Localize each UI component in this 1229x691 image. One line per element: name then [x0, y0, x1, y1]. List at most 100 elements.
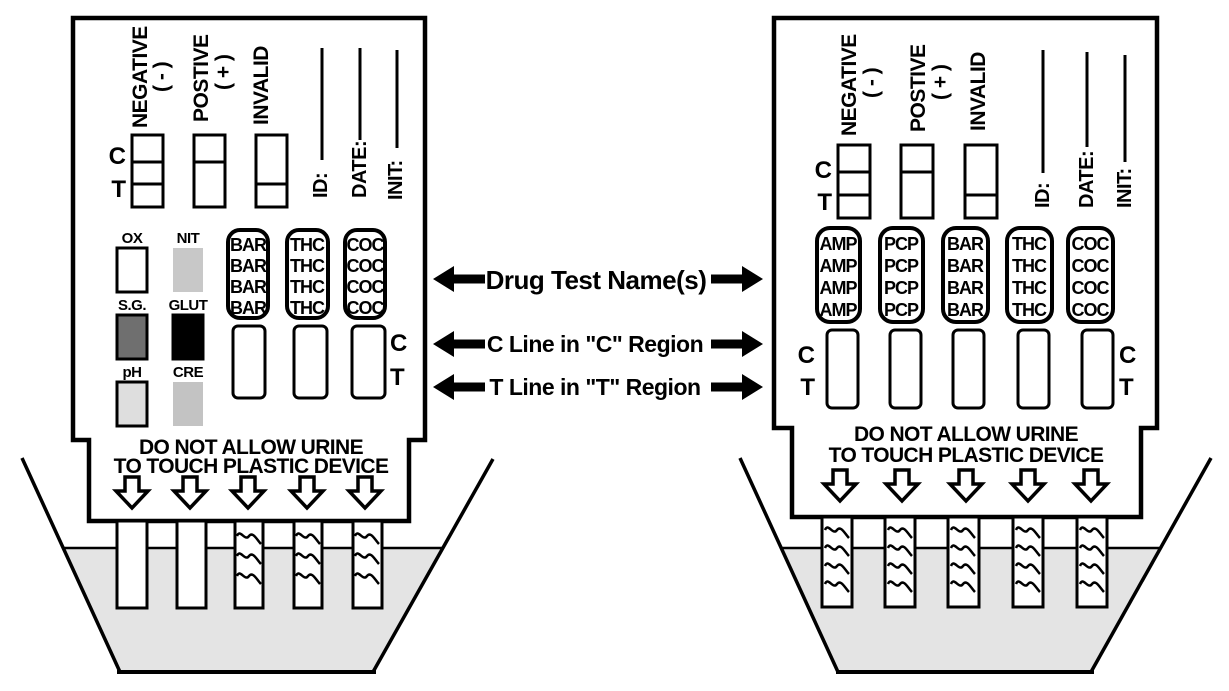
drug-name: PCP	[884, 234, 919, 254]
drug-name: BAR	[230, 277, 267, 297]
left-invalid-window	[254, 133, 289, 209]
pad-glut	[171, 313, 205, 361]
left-cup-wall-left	[20, 457, 122, 673]
pad-nit-label: NIT	[177, 230, 200, 247]
drug-name: COC	[347, 277, 385, 297]
pad-glut-label: GLUT	[169, 297, 208, 314]
pad-ph	[115, 380, 149, 428]
left-result-window-1	[231, 324, 267, 400]
drug-name: THC	[290, 277, 325, 297]
right-cup	[738, 457, 1213, 674]
pad-sg-label: S.G.	[118, 297, 146, 314]
right-id-label: ID:	[1032, 183, 1054, 208]
drug-name: THC	[290, 235, 325, 255]
drug-name: COC	[1072, 256, 1110, 276]
left-invalid-label: INVALID	[250, 46, 273, 125]
left-warning-line1: DO NOT ALLOW URINE	[139, 436, 364, 459]
right-result-window-2	[888, 328, 923, 410]
right-drug-col-1	[815, 226, 862, 324]
left-arrow-icon	[433, 331, 485, 357]
right-drug-col-4	[1005, 226, 1054, 324]
right-device-card: NEGATIVE ( - ) POSTIVE ( + ) INVALID C T…	[771, 15, 1160, 520]
left-key-t-marker: T	[111, 176, 126, 203]
annotation-drug-test-names: Drug Test Name(s)	[486, 265, 707, 295]
right-drug-col-2	[878, 226, 925, 324]
right-liquid	[781, 548, 1161, 671]
drug-name: THC	[1012, 234, 1047, 254]
right-key-c-marker: C	[815, 157, 832, 184]
drug-name: AMP	[820, 278, 858, 298]
right-test-strips	[820, 515, 1109, 609]
left-arrow-icon	[433, 374, 485, 400]
left-arrow-icon	[433, 266, 485, 292]
right-negative-window	[836, 143, 872, 220]
right-drug-name-columns: AMP AMP AMP AMP PCP PCP PCP PCP BAR BAR …	[815, 226, 1115, 324]
right-result-c-marker-left: C	[798, 342, 815, 369]
pad-ph-label: pH	[123, 364, 142, 381]
right-drug-col-5	[1066, 226, 1115, 324]
drug-name: THC	[1012, 300, 1047, 320]
left-result-t-marker: T	[390, 364, 405, 391]
left-drug-col-3	[343, 228, 387, 320]
right-date-label: DATE:	[1076, 151, 1098, 208]
annotation-t-line: T Line in "T" Region	[489, 374, 700, 400]
right-positive-sign: ( + )	[929, 65, 952, 100]
left-drug-name-columns: BAR BAR BAR BAR THC THC THC THC COC COC …	[226, 228, 387, 320]
drug-name: THC	[1012, 278, 1047, 298]
left-result-window-3	[350, 324, 387, 400]
right-invalid-label: INVALID	[967, 52, 990, 131]
left-result-window-2	[292, 324, 329, 400]
right-result-window-3	[951, 328, 986, 410]
drug-name: COC	[347, 235, 385, 255]
left-result-c-marker: C	[390, 330, 407, 357]
drug-name: BAR	[230, 235, 267, 255]
left-strip-2	[175, 519, 208, 610]
drug-name: COC	[347, 298, 385, 318]
left-positive-window	[192, 133, 227, 209]
right-cup-wall-right	[1089, 457, 1213, 673]
left-adulteration-pads: OX NIT S.G. GLUT pH CRE	[115, 230, 208, 428]
drug-name: THC	[290, 256, 325, 276]
right-result-c-marker-right: C	[1119, 342, 1136, 369]
left-strip-1	[115, 519, 149, 610]
right-cup-wall-left	[738, 457, 840, 673]
left-negative-window	[130, 133, 165, 209]
drug-name: COC	[1072, 278, 1110, 298]
right-result-t-marker-right: T	[1119, 374, 1134, 401]
left-cup	[20, 457, 495, 674]
drug-name: AMP	[820, 256, 858, 276]
pad-cre-label: CRE	[173, 364, 204, 381]
left-drug-col-2	[285, 228, 330, 320]
drug-name: PCP	[884, 278, 919, 298]
right-invalid-window	[963, 143, 999, 220]
right-drug-col-3	[941, 226, 990, 324]
left-cup-wall-right	[371, 458, 495, 673]
pad-ox-label: OX	[122, 230, 143, 247]
drug-name: BAR	[230, 298, 267, 318]
left-id-label: ID:	[310, 173, 332, 198]
drug-name: AMP	[820, 300, 858, 320]
pad-cre	[173, 382, 203, 426]
drug-name: THC	[290, 298, 325, 318]
left-date-label: DATE:	[349, 141, 371, 198]
right-negative-sign: ( - )	[860, 68, 883, 98]
annotation-c-line: C Line in "C" Region	[487, 331, 703, 357]
pad-ox	[115, 246, 149, 294]
right-arrow-icon	[711, 266, 763, 292]
right-warning-line2: TO TOUCH PLASTIC DEVICE	[829, 444, 1104, 467]
right-init-label: INIT:	[1114, 168, 1136, 208]
drug-name: PCP	[884, 300, 919, 320]
drug-name: COC	[347, 256, 385, 276]
right-negative-label: NEGATIVE	[838, 34, 861, 136]
right-arrow-icon	[711, 331, 763, 357]
left-init-label: INIT:	[385, 160, 407, 200]
left-warning-line2: TO TOUCH PLASTIC DEVICE	[114, 455, 389, 478]
left-strip-4	[292, 519, 324, 610]
left-negative-sign: ( - )	[150, 62, 173, 92]
drug-name: BAR	[947, 300, 984, 320]
pad-nit	[173, 248, 203, 292]
left-key-c-marker: C	[109, 143, 126, 170]
right-result-window-5	[1080, 328, 1115, 410]
